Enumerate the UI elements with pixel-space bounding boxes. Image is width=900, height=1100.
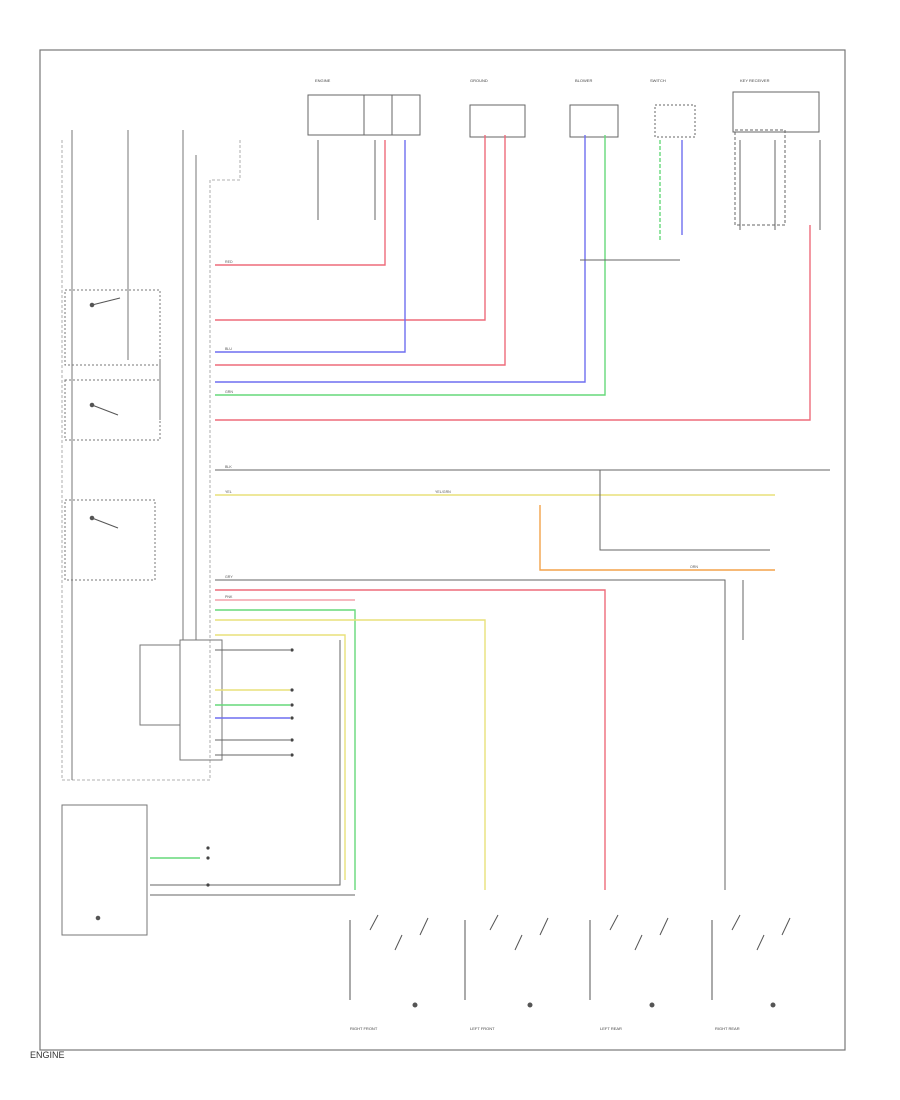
wire-label-orange: ORN bbox=[690, 565, 698, 569]
actuator-label-1: RIGHT FRONT bbox=[350, 1026, 378, 1031]
left-dashed-frame bbox=[61, 140, 241, 781]
actuator-1 bbox=[349, 914, 429, 1008]
green-wire-group bbox=[150, 135, 661, 890]
red-wire-3 bbox=[215, 135, 506, 366]
actuator-4 bbox=[711, 914, 791, 1008]
red-wire-2 bbox=[215, 135, 486, 321]
red-wire-1 bbox=[215, 140, 386, 266]
component-label-sw4: SWITCH bbox=[650, 78, 666, 83]
gray-wire-3 bbox=[599, 470, 770, 551]
yellow-wire-4 bbox=[215, 634, 346, 880]
component-label-sw3: BLOWER bbox=[575, 78, 592, 83]
actuator-label-4: RIGHT REAR bbox=[715, 1026, 740, 1031]
bottom-actuators bbox=[349, 914, 791, 1008]
component-label-receiver: KEY RECEIVER bbox=[740, 78, 770, 83]
connector-dots bbox=[206, 648, 294, 887]
orange-wire-1 bbox=[539, 505, 775, 571]
top-left-fuses bbox=[71, 130, 197, 780]
component-label-sw2: GROUND bbox=[470, 78, 488, 83]
wire-label-gray: GRY bbox=[225, 575, 233, 579]
blue-wire-1 bbox=[215, 140, 406, 353]
diagram-code: ENGINE bbox=[30, 1050, 65, 1060]
actuator-label-3: LEFT REAR bbox=[600, 1026, 622, 1031]
actuator-2 bbox=[464, 914, 549, 1008]
wire-label-yelgrn: YEL/GRN bbox=[435, 490, 451, 494]
blue-wire-2 bbox=[215, 135, 586, 383]
component-label-sw1: ENGINE bbox=[315, 78, 331, 83]
actuator-3 bbox=[589, 914, 669, 1008]
wire-label-yellow: YEL bbox=[225, 490, 232, 494]
gray-wire-2 bbox=[215, 579, 726, 890]
green-wire-3 bbox=[215, 609, 356, 890]
actuator-label-2: LEFT FRONT bbox=[470, 1026, 495, 1031]
green-wire-1 bbox=[215, 135, 606, 396]
orange-wire-group bbox=[539, 505, 775, 571]
wire-label-black: BLK bbox=[225, 465, 232, 469]
yellow-wire-group bbox=[215, 494, 775, 890]
gray-wire-7 bbox=[150, 640, 341, 886]
yellow-wire-2 bbox=[215, 619, 486, 890]
switch-box-left bbox=[61, 289, 223, 936]
left-switch-symbols bbox=[89, 297, 121, 921]
blue-wire-group bbox=[215, 135, 683, 719]
red-wire-group bbox=[215, 135, 811, 890]
wire-label-pink: PNK bbox=[225, 595, 233, 599]
top-connectors bbox=[307, 91, 820, 226]
red-wire-5 bbox=[215, 589, 606, 890]
black-wire-group bbox=[150, 140, 830, 896]
wire-label-blue: BLU bbox=[225, 347, 232, 351]
diagram-border bbox=[39, 49, 846, 1051]
wire-label-red: RED bbox=[225, 260, 233, 264]
wire-label-green: GRN bbox=[225, 390, 233, 394]
red-wire-4 bbox=[215, 225, 811, 421]
